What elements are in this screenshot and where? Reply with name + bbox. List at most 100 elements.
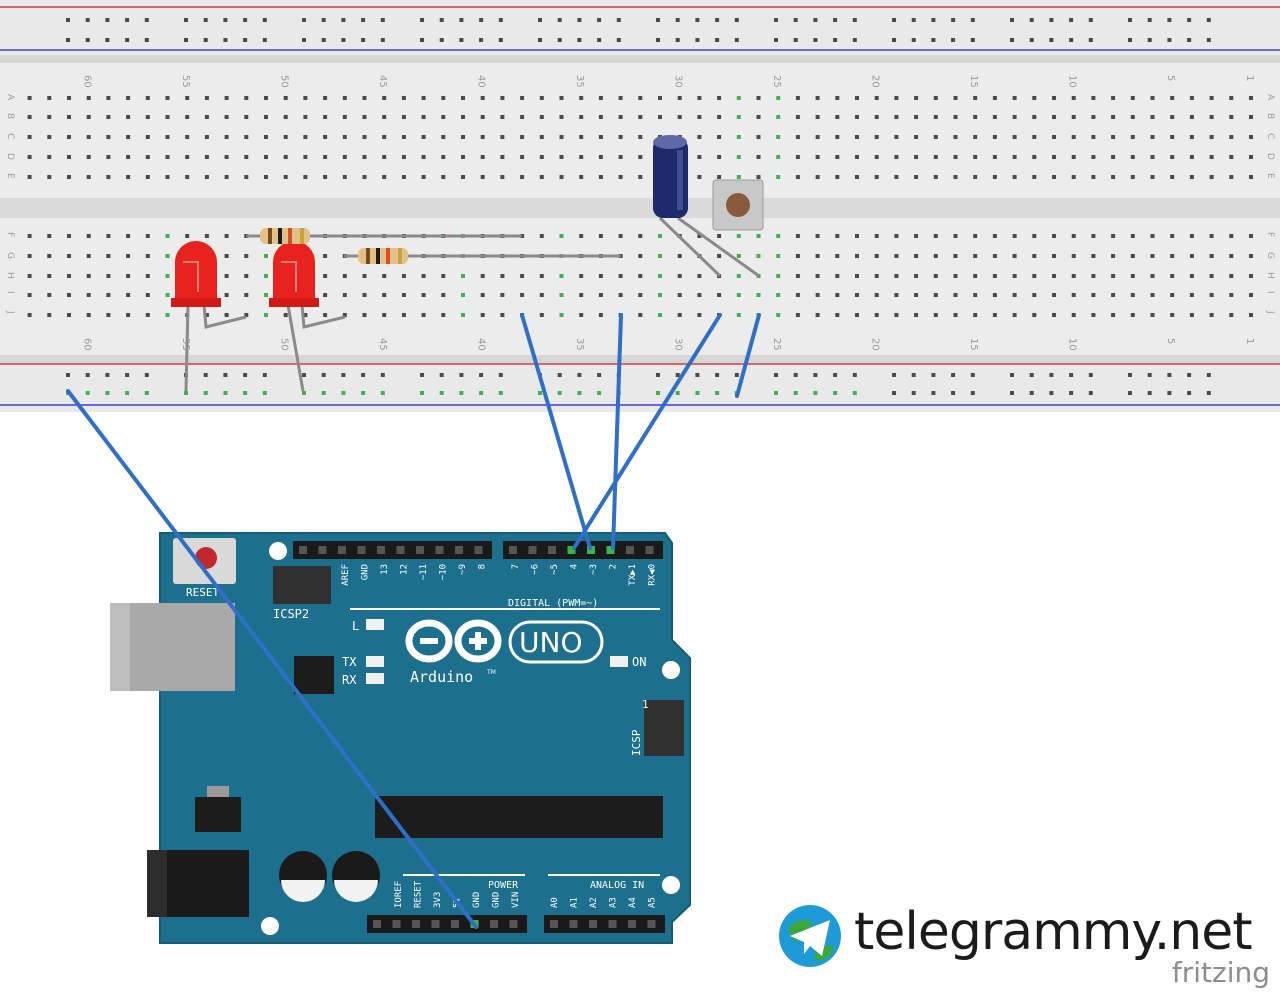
rail-hole — [715, 38, 720, 42]
pin-label: 4 — [570, 564, 580, 569]
rail-hole — [223, 391, 228, 395]
rail-hole — [144, 391, 149, 395]
breadboard-hole — [106, 234, 111, 238]
digital-header-left — [293, 541, 492, 559]
breadboard-components — [171, 135, 764, 392]
rail-hole — [85, 38, 90, 42]
breadboard-hole — [736, 234, 741, 238]
breadboard-hole — [1091, 313, 1096, 317]
uno-badge — [508, 620, 604, 664]
rail-hole — [616, 38, 621, 42]
breadboard-hole — [67, 115, 71, 119]
breadboard-hole — [855, 274, 859, 278]
rail-hole — [675, 391, 680, 395]
breadboard-hole — [1012, 234, 1017, 238]
breadboard-hole — [244, 274, 249, 278]
breadboard-hole — [362, 135, 367, 139]
breadboard-hole — [1249, 175, 1253, 179]
breadboard-hole — [224, 274, 229, 278]
breadboard-hole — [973, 234, 978, 238]
breadboard-hole — [1150, 175, 1155, 179]
breadboard-hole — [1071, 234, 1076, 238]
breadboard-hole — [638, 234, 643, 238]
breadboard-hole — [953, 96, 958, 100]
breadboard-hole — [559, 293, 564, 297]
breadboard-hole — [401, 115, 406, 119]
breadboard-hole — [1209, 254, 1214, 258]
breadboard-hole — [992, 293, 997, 297]
breadboard-hole — [303, 155, 308, 159]
breadboard-hole — [185, 115, 190, 119]
analog-in-label: ANALOG IN — [590, 880, 644, 891]
breadboard-hole — [362, 175, 367, 179]
rail-hole — [656, 38, 660, 42]
rail-hole — [852, 373, 857, 377]
breadboard-hole — [1189, 274, 1194, 278]
breadboard-hole — [933, 135, 938, 139]
rail-hole — [1029, 38, 1034, 42]
rail-hole — [439, 18, 444, 22]
breadboard-hole — [106, 293, 111, 297]
breadboard-hole — [835, 155, 840, 159]
mounting-hole — [261, 917, 279, 935]
rail-hole — [675, 18, 680, 22]
rail-hole — [85, 391, 90, 395]
breadboard-hole — [953, 234, 958, 238]
rail-hole — [1167, 18, 1172, 22]
breadboard-hole — [1111, 293, 1116, 297]
breadboard-hole — [1111, 175, 1116, 179]
rail-hole — [498, 373, 503, 377]
rail-hole — [557, 391, 562, 395]
breadboard-hole — [776, 293, 781, 297]
breadboard-hole — [1052, 175, 1056, 179]
breadboard-hole — [1249, 293, 1253, 297]
header-pin — [490, 920, 498, 928]
breadboard-hole — [618, 96, 623, 100]
breadboard-hole — [1229, 115, 1234, 119]
analog-header — [544, 915, 665, 933]
breadboard-hole — [86, 155, 91, 159]
breadboard-hole — [244, 155, 249, 159]
breadboard-hole — [1071, 254, 1076, 258]
breadboard-hole — [303, 175, 308, 179]
breadboard-hole — [520, 96, 525, 100]
row-letter: F — [1265, 232, 1275, 237]
breadboard-hole — [264, 254, 268, 258]
breadboard-hole — [894, 155, 899, 159]
rail-hole — [911, 391, 916, 395]
breadboard-hole — [933, 115, 938, 119]
breadboard-hole — [480, 135, 485, 139]
breadboard-hole — [736, 155, 741, 159]
breadboard-hole — [795, 254, 800, 258]
breadboard-hole — [835, 175, 840, 179]
column-number: 15 — [968, 75, 979, 88]
breadboard-hole — [992, 96, 997, 100]
breadboard-hole — [736, 293, 741, 297]
breadboard-hole — [86, 313, 91, 317]
breadboard-hole — [874, 155, 879, 159]
breadboard-hole — [658, 115, 662, 119]
breadboard-hole — [86, 254, 91, 258]
breadboard-hole — [185, 96, 190, 100]
breadboard-hole — [874, 293, 879, 297]
rail-hole — [695, 38, 700, 42]
breadboard-hole — [165, 175, 170, 179]
breadboard-hole — [638, 155, 643, 159]
rail-hole — [1128, 391, 1132, 395]
column-number: 30 — [673, 75, 684, 88]
rail-hole — [125, 18, 130, 22]
breadboard-hole — [697, 293, 702, 297]
usb-port — [110, 603, 235, 691]
rail-hole — [361, 18, 366, 22]
breadboard-hole — [362, 96, 367, 100]
breadboard-hole — [1209, 274, 1214, 278]
breadboard-hole — [342, 135, 347, 139]
breadboard-hole — [323, 254, 328, 258]
rail-hole — [321, 391, 326, 395]
column-number: 60 — [82, 75, 93, 88]
breadboard-hole — [992, 313, 997, 317]
tx-label: TX — [342, 655, 357, 669]
column-number: 35 — [574, 75, 585, 88]
rail-hole — [538, 18, 542, 22]
breadboard-hole — [658, 254, 662, 258]
